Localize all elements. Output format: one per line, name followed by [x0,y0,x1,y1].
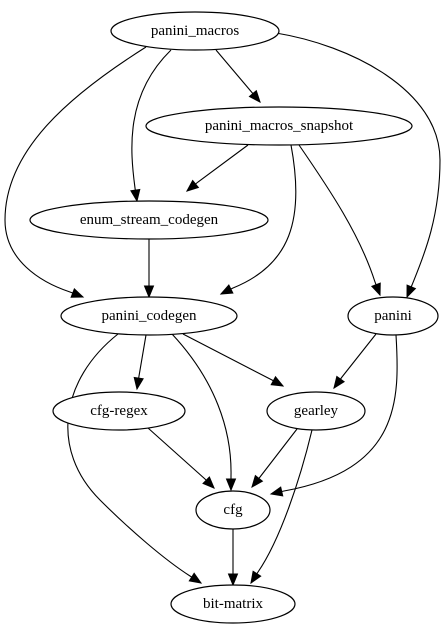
edge-gearley-to-cfg [251,428,298,489]
edge-line [182,333,284,387]
node-label: gearley [294,403,339,419]
arrowhead-icon [143,285,155,299]
edge-cfg-regex-to-cfg [147,427,215,489]
arrowhead-icon [133,376,144,391]
edge-panini_macros-to-panini_macros_snapshot [215,49,261,104]
arrowhead-icon [248,89,261,104]
arrowhead-icon [227,573,239,587]
node-enum_stream_codegen[interactable]: enum_stream_codegen [29,200,269,240]
node-ellipse [52,391,186,431]
edge-line [220,144,297,295]
node-panini_macros[interactable]: panini_macros [110,11,280,51]
edge-panini_macros_snapshot-to-panini [298,144,381,297]
edge-line [67,333,202,584]
node-ellipse [170,584,296,624]
edge-line [131,49,172,202]
arrowhead-icon [333,375,346,390]
node-cfg-regex[interactable]: cfg-regex [52,391,186,431]
arrowhead-icon [219,284,234,295]
edge-line [171,333,232,490]
node-ellipse [145,106,413,146]
edge-panini-to-gearley [333,333,377,390]
arrowhead-icon [130,188,141,203]
arrowhead-icon [70,287,85,298]
edge-panini_macros_snapshot-to-enum_stream_codegen [185,144,249,192]
node-cfg[interactable]: cfg [195,490,271,530]
arrowhead-icon [185,179,200,192]
node-ellipse [347,296,439,336]
edge-panini_macros-to-panini [275,32,441,299]
edge-line [275,32,441,298]
arrowhead-icon [225,478,237,492]
node-label: cfg-regex [90,403,148,419]
arrowhead-icon [202,476,215,489]
node-ellipse [29,200,269,240]
edge-cfg-to-bit-matrix [227,529,239,587]
edge-panini_codegen-to-cfg-regex [133,334,147,391]
node-label: panini [374,308,412,324]
edge-line [4,46,147,298]
edges-layer [4,32,441,587]
edge-panini_codegen-to-cfg [171,333,237,492]
edge-panini_codegen-to-bit-matrix [67,333,203,584]
edge-panini_macros-to-panini_codegen [4,46,147,298]
node-label: panini_codegen [102,308,197,324]
edge-panini_macros_snapshot-to-panini_codegen [219,144,297,295]
arrowhead-icon [270,375,285,387]
edge-line [298,144,381,296]
edge-panini_codegen-to-gearley [182,333,285,387]
node-ellipse [60,296,238,336]
arrowhead-icon [188,572,203,584]
edge-gearley-to-bit-matrix [250,429,313,585]
arrowhead-icon [370,282,381,297]
edge-line [147,427,215,489]
node-ellipse [110,11,280,51]
edge-line [270,334,398,495]
node-label: enum_stream_codegen [80,212,219,228]
node-label: cfg [223,502,243,518]
edge-panini-to-cfg [269,334,398,497]
node-label: panini_macros [151,23,239,39]
nodes-layer: panini_macros panini_macros_snapshot enum_… [29,11,439,624]
arrowhead-icon [251,474,264,489]
node-ellipse [195,490,271,530]
arrowhead-icon [406,284,417,299]
edge-enum_stream_codegen-to-panini_codegen [143,239,155,299]
arrowhead-icon [269,486,284,497]
node-gearley[interactable]: gearley [266,391,366,431]
node-ellipse [266,391,366,431]
edge-line [250,429,313,584]
node-panini_codegen[interactable]: panini_codegen [60,296,238,336]
edge-panini_macros-to-enum_stream_codegen [130,49,172,203]
node-panini[interactable]: panini [347,296,439,336]
node-label: panini_macros_snapshot [205,118,354,134]
node-panini_macros_snapshot[interactable]: panini_macros_snapshot [145,106,413,146]
arrowhead-icon [250,570,262,585]
node-bit-matrix[interactable]: bit-matrix [170,584,296,624]
node-label: bit-matrix [203,596,263,612]
